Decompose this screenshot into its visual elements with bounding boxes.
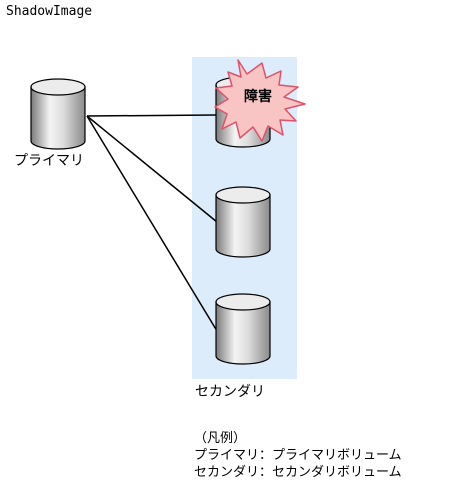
legend-heading: （凡例） [194,431,247,446]
primary-volume-icon [30,78,86,150]
connection-line-3 [86,115,218,332]
connection-line-1 [86,114,218,117]
failure-burst-icon [214,59,306,142]
failure-label: 障害 [244,88,272,105]
primary-label: プライマリ [14,153,84,169]
legend-line-secondary: セカンダリ：セカンダリボリューム [194,465,402,480]
secondary-volume-icon-2 [215,186,271,258]
secondary-volume-icon-3 [215,293,271,365]
page-title: ShadowImage [6,4,93,19]
legend: （凡例） プライマリ：プライマリボリューム セカンダリ：セカンダリボリューム [194,430,402,481]
legend-line-primary: プライマリ：プライマリボリューム [194,448,402,463]
secondary-label: セカンダリ [195,384,265,400]
connection-line-2 [86,115,218,223]
